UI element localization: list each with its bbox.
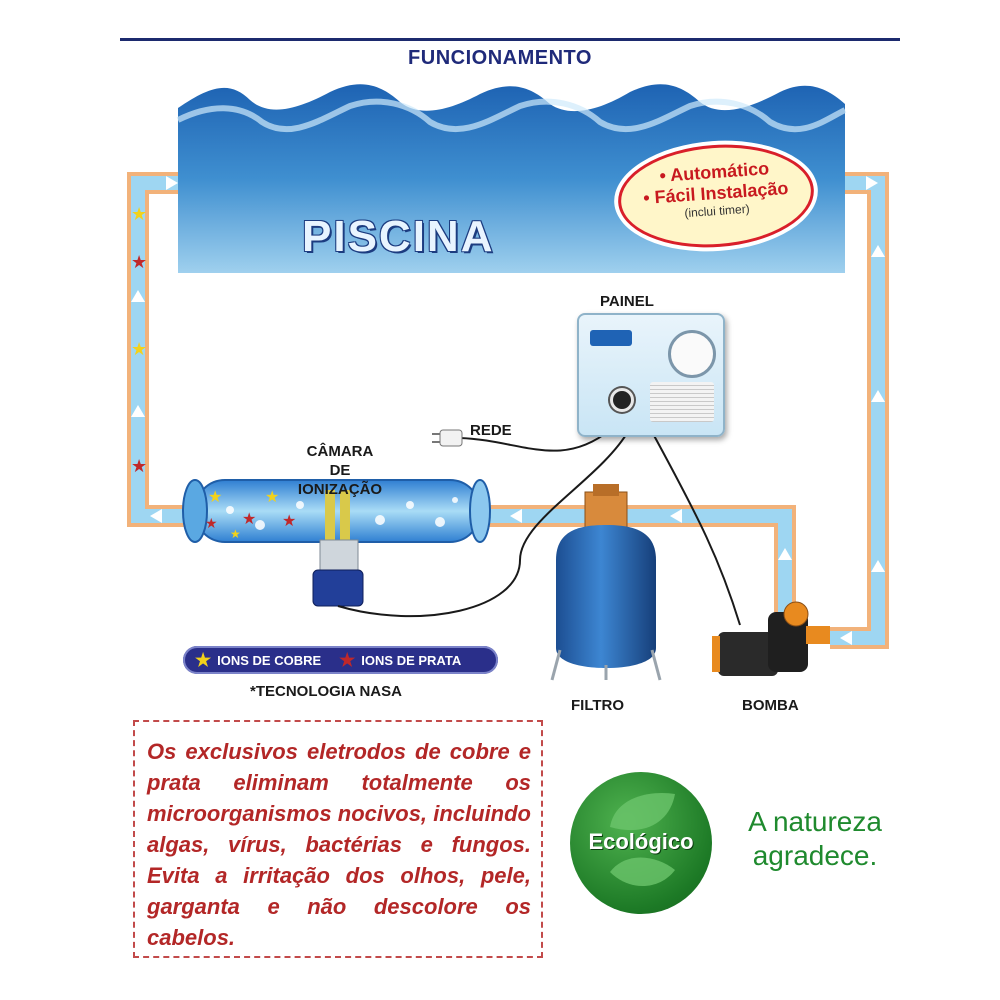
arrow-left-icon <box>670 509 682 523</box>
label-rede: REDE <box>470 422 512 439</box>
nasa-note: *TECNOLOGIA NASA <box>250 683 402 700</box>
legend-copper-label: IONS DE COBRE <box>217 652 322 668</box>
pipe-loop <box>127 172 889 649</box>
arrow-right-icon <box>166 176 178 190</box>
label-camara-line2: DE IONIZAÇÃO <box>297 462 383 498</box>
arrow-up-icon <box>871 560 885 572</box>
arrow-up-icon <box>778 548 792 560</box>
pool-label: PISCINA <box>302 212 495 261</box>
ionization-chamber: ★ ★ ★ ★ ★ ★ <box>182 479 491 607</box>
label-camara: CÂMARA DE IONIZAÇÃO <box>290 442 390 499</box>
tagline-line2: agradece. <box>752 840 878 871</box>
tagline-line1: A natureza <box>748 806 882 837</box>
leaf-icon <box>610 792 675 887</box>
description-box: Os exclusivos eletrodos de cobre e prata… <box>133 720 543 958</box>
power-plug-icon <box>432 429 463 447</box>
arrow-up-icon <box>871 245 885 257</box>
eco-badge <box>570 772 712 914</box>
label-camara-line1: CÂMARA <box>306 443 374 460</box>
legend-copper: ★ IONS DE COBRE <box>195 650 321 671</box>
silver-star-icon: ★ <box>131 456 147 476</box>
eco-tagline: A natureza agradece. <box>720 805 910 873</box>
timer-dial-icon <box>668 330 716 378</box>
pump <box>712 601 830 676</box>
page-title: FUNCIONAMENTO <box>408 47 592 69</box>
svg-text:★: ★ <box>265 489 279 506</box>
flow-arrows <box>131 176 885 645</box>
silver-star-icon: ★ <box>131 252 147 272</box>
arrow-left-icon <box>150 509 162 523</box>
panel-info-sticker <box>650 382 714 422</box>
arrow-up-icon <box>131 405 145 417</box>
arrow-left-icon <box>840 631 852 645</box>
copper-star-icon: ★ <box>131 339 147 359</box>
pool-wave-crest <box>176 98 847 133</box>
description-text: Os exclusivos eletrodos de cobre e prata… <box>147 739 531 950</box>
label-filtro: FILTRO <box>571 697 625 714</box>
top-divider <box>120 38 900 41</box>
legend-silver: ★ IONS DE PRATA <box>339 650 461 671</box>
copper-star-icon: ★ <box>131 204 147 224</box>
arrow-up-icon <box>871 390 885 402</box>
svg-text:★: ★ <box>282 513 296 530</box>
arrow-right-icon <box>866 176 878 190</box>
cables <box>337 429 741 626</box>
svg-text:★: ★ <box>208 489 222 506</box>
panel-knob-icon <box>610 388 634 412</box>
svg-text:★: ★ <box>205 515 218 531</box>
silver-star-icon: ★ <box>339 649 356 670</box>
panel-logo <box>590 330 632 346</box>
pipe-stars: ★ ★ ★ ★ <box>131 204 147 476</box>
arrow-left-icon <box>510 509 522 523</box>
label-painel: PAINEL <box>600 293 654 310</box>
arrow-up-icon <box>131 290 145 302</box>
label-bomba: BOMBA <box>742 697 799 714</box>
svg-text:★: ★ <box>230 527 241 541</box>
ion-legend: ★ IONS DE COBRE ★ IONS DE PRATA <box>183 646 498 674</box>
svg-text:★: ★ <box>242 511 256 528</box>
copper-star-icon: ★ <box>195 649 212 670</box>
filter-tank <box>550 484 662 681</box>
legend-silver-label: IONS DE PRATA <box>361 652 462 668</box>
eco-badge-label: Ecológico <box>588 829 694 854</box>
